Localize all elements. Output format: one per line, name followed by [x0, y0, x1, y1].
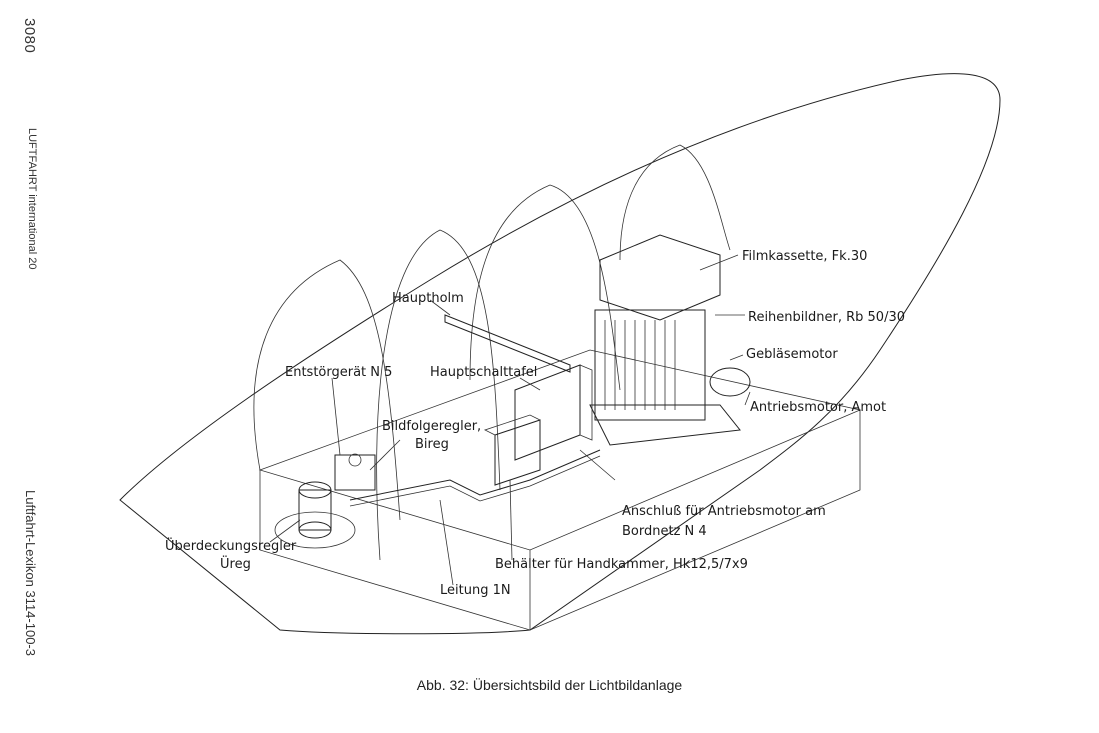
frame-arch-2	[376, 229, 501, 561]
cable-1n	[349, 449, 601, 501]
journal-name: LUFTFAHRT international 20	[26, 128, 38, 270]
label-ueberdeckungsregler-line1: Überdeckungsregler	[165, 537, 297, 554]
hand-camera-container	[483, 414, 541, 486]
label-anschluss-line2: Bordnetz N 4	[622, 524, 707, 539]
floor-side-edge	[529, 410, 861, 631]
page-number: 3080	[21, 18, 38, 54]
figure-caption: Abb. 32: Übersichtsbild der Lichtbildanl…	[416, 677, 683, 693]
label-leitung: Leitung 1N	[440, 583, 511, 598]
label-ueberdeckungsregler-line2: Üreg	[220, 555, 251, 572]
label-entstoergeraet: Entstörgerät N 5	[285, 365, 392, 380]
floor-panel	[258, 349, 862, 551]
main-switch-panel	[514, 364, 593, 461]
label-antriebsmotor: Antriebsmotor, Amot	[750, 400, 886, 415]
leader-lines	[269, 254, 751, 586]
label-reihenbildner: Reihenbildner, Rb 50/30	[748, 310, 905, 325]
lexicon-reference: Luftfahrt-Lexikon 3114-100-3	[23, 490, 38, 656]
frame-arch-1	[253, 259, 401, 521]
floor-front-edge	[259, 470, 531, 631]
fuselage-outline	[119, 73, 1001, 635]
label-behaelter: Behälter für Handkammer, Hk12,5/7x9	[495, 557, 748, 572]
label-anschluss-line1: Anschluß für Antriebsmotor am	[622, 504, 826, 519]
camera-installation-diagram: Filmkassette, Fk.30 Hauptholm Reihenbild…	[119, 73, 1001, 635]
camera-assembly	[589, 234, 751, 446]
label-geblaesemotor: Gebläsemotor	[746, 347, 838, 362]
label-hauptschalttafel: Hauptschalttafel	[430, 365, 537, 380]
frame-arch-4	[619, 144, 731, 261]
label-hauptholm: Hauptholm	[392, 291, 464, 306]
overlap-regulator	[274, 481, 356, 549]
label-bildfolgeregler-line2: Bireg	[415, 437, 449, 452]
label-filmkassette: Filmkassette, Fk.30	[742, 249, 867, 264]
interference-suppressor	[334, 453, 376, 491]
main-spar	[444, 314, 571, 373]
label-bildfolgeregler-line1: Bildfolgeregler,	[382, 419, 481, 434]
